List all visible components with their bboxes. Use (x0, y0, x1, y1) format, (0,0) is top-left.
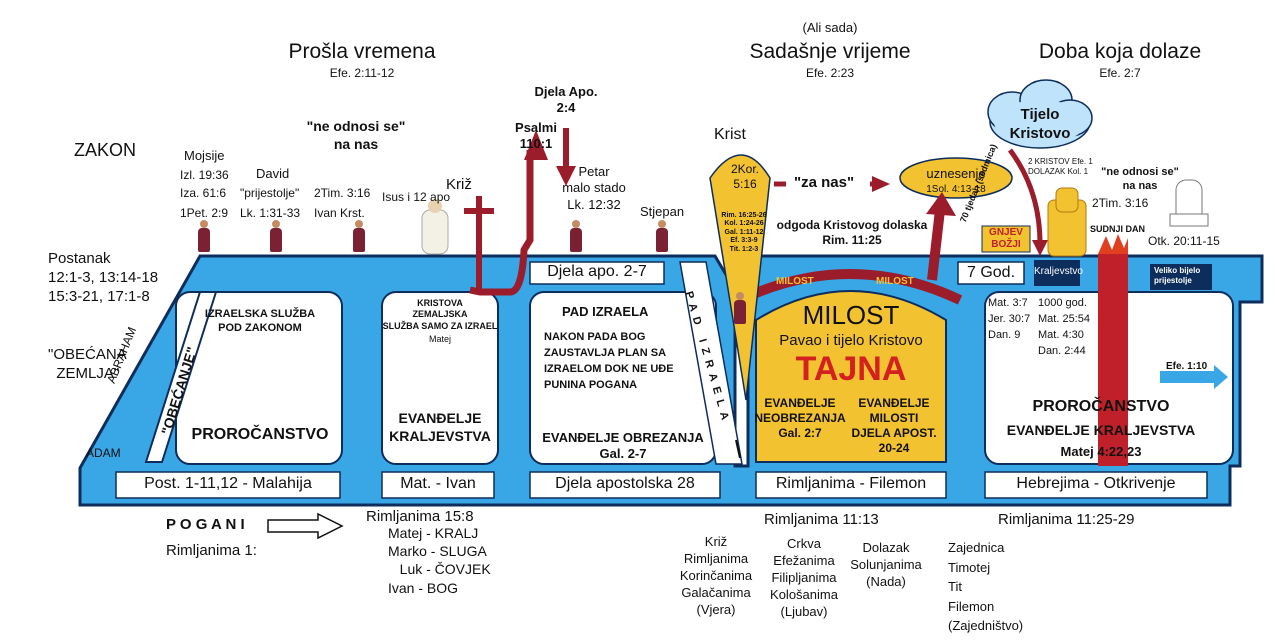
box-kristova (381, 291, 499, 465)
obecana-zemlja: "OBEĆANA ZEMLJA" (48, 346, 127, 382)
david-label: David (256, 166, 290, 181)
psalmi-label: Psalmi 110:1 (515, 120, 557, 152)
za-nas-label: "za nas" (794, 174, 855, 191)
stjepan-label: Stjepan (640, 204, 685, 219)
abraham-strip (144, 291, 218, 463)
sudnji-dan: SUDNJI DAN (1090, 224, 1146, 234)
milost-right: MILOST (876, 276, 914, 287)
person-figure (656, 220, 668, 252)
person-figure (353, 220, 365, 252)
otk-ref: Otk. 20:11-15 (1148, 234, 1220, 248)
person-figure (270, 220, 282, 252)
uznesenje-label: uznesenje (926, 166, 986, 181)
kristov-dolazak-small: 2 KRISTOV Efe. 1 DOLAZAK Kol. 1 (1028, 157, 1093, 176)
kriz-column: Križ Rimljanima Korinčanima Galačanima (… (679, 534, 753, 617)
rim-list: Rim. 16:25-26 Kol. 1:24-26 Gal. 1:11-12 … (721, 212, 767, 253)
future-title: Doba koja dolaze (1038, 40, 1202, 63)
milost-dome (755, 290, 947, 463)
pad-izraela-title: PAD IZRAELA (562, 304, 649, 319)
god7-label: 7 God. (966, 264, 1016, 281)
pogani-label: P O G A N I (166, 516, 245, 533)
tim-ref: 2Tim. 3:16 (314, 186, 371, 200)
matej-422: Matej 4:22,23 (1060, 444, 1142, 459)
ne-odnosi-2: "ne odnosi se" na nas (1101, 166, 1179, 192)
postanak-refs: Postanak 12:1-3, 13:14-18 15:3-21, 17:1-… (48, 250, 159, 305)
evandelje-obrezanja: EVANĐELJE OBREZANJA Gal. 2-7 (542, 430, 704, 462)
prorocanstvo-2: PROROČANSTVO (1032, 398, 1170, 415)
matej-small: Matej (428, 334, 451, 344)
cloud (987, 79, 1093, 149)
tim2-ref: 2Tim. 3:16 (1092, 196, 1149, 210)
bar-mat: Mat. - Ivan (400, 475, 476, 492)
djela-apo-27: Djela apo. 2-7 (547, 263, 647, 280)
pavao-label: Pavao i tijelo Kristovo (779, 332, 923, 349)
bar-post: Post. 1-11,12 - Malahija (144, 475, 312, 492)
kristova-label: KRISTOVA ZEMALJSKA SLUŽBA SAMO ZA IZRAEL (382, 298, 498, 331)
past-ref: Efe. 2:11-12 (329, 66, 395, 80)
zajednica-column: Zajednica Timotej Tit Filemon (Zajedništ… (948, 540, 1024, 633)
evandelje-kraljevstva: EVANĐELJE KRALJEVSTVA (389, 410, 491, 444)
izraelska-label: IZRAELSKA SLUŽBA POD ZAKONOM (204, 308, 316, 334)
adam-label: ADAM (86, 446, 121, 460)
lk-ref: Lk. 1:31-33 (240, 206, 301, 220)
kriz-label: Križ (446, 176, 472, 193)
pet-ref: 1Pet. 2:9 (180, 206, 229, 220)
kraljevstvo-label: Kraljevstvo (1034, 266, 1083, 277)
evandelje-kraljevstva-2: EVANĐELJE KRALJEVSTVA (1006, 422, 1196, 438)
present-ref: Efe. 2:23 (805, 66, 855, 80)
refs-left: Mat. 3:7 Jer. 30:7 Dan. 9 (988, 297, 1031, 341)
rim1125-ref: Rimljanima 11:25-29 (998, 511, 1135, 528)
veliko-prijestolje: Veliko bijelo prijestolje (1154, 266, 1201, 285)
iza-ref: Iza. 61:6 (180, 186, 227, 200)
dolazak-column: Dolazak Solunjanima (Nada) (850, 540, 922, 589)
rim158-ref: Rimljanima 15:8 (366, 508, 474, 525)
krist-label: Krist (714, 126, 746, 143)
bar-djela28: Djela apostolska 28 (555, 475, 695, 492)
tajna-label: TAJNA (795, 350, 907, 388)
gospels-list: Matej - KRALJ Marko - SLUGA Luk - ČOVJEK… (388, 525, 491, 596)
djela-apo-label: Djela Apo. 2:4 (534, 84, 598, 116)
future-ref: Efe. 2:7 (1099, 66, 1141, 80)
bar-hebr: Hebrejima - Otkrivenje (1016, 475, 1176, 492)
milost-left: MILOST (776, 276, 814, 287)
crkva-column: Crkva Efežanima Filipljanima Kološanima … (770, 536, 838, 619)
evandelje-neobrezanja: EVANĐELJE NEOBREZANJA Gal. 2:7 (754, 396, 846, 440)
pad-text: NAKON PADA BOG ZAUSTAVLJA PLAN SA IZRAEL… (544, 331, 674, 391)
past-title: Prošla vremena (288, 40, 436, 63)
evandelje-milosti: EVANĐELJE MILOSTI DJELA APOST. 20-24 (851, 396, 937, 455)
prijestolje-label: "prijestolje" (240, 186, 300, 200)
isus-label: Isus i 12 apo (382, 190, 451, 204)
sol-ref: 1Sol. 4:13-18 (926, 184, 986, 195)
kor-ref: 2Kor. 5:16 (730, 162, 760, 191)
mojsije-label: Mojsije (184, 148, 225, 163)
petar-label: Petar malo stado Lk. 12:32 (562, 164, 626, 212)
ivan-krst-label: Ivan Krst. (314, 206, 365, 220)
prorocanstvo-label: PROROČANSTVO (191, 426, 329, 443)
refs-right: 1000 god. Mat. 25:54 Mat. 4:30 Dan. 2:44 (1038, 297, 1090, 357)
person-figure (570, 220, 582, 252)
efe110-label: Efe. 1:10 (1166, 361, 1208, 372)
ne-odnosi-label: "ne odnosi se" na nas (306, 118, 406, 152)
person-figure (198, 220, 210, 252)
rim1-ref: Rimljanima 1: (166, 542, 257, 559)
bar-rim-filemon: Rimljanima - Filemon (775, 475, 927, 492)
rim1113-ref: Rimljanima 11:13 (764, 511, 879, 528)
judgement-pillar (1098, 254, 1128, 466)
odgoda-label: odgoda Kristovog dolaska Rim. 11:25 (776, 218, 928, 247)
izl-ref: Izl. 19:36 (180, 168, 229, 182)
milost-big: MILOST (802, 300, 900, 330)
present-title: Sadašnje vrijeme (749, 40, 911, 63)
person-figure (734, 292, 746, 324)
krist-cone (709, 154, 771, 401)
present-note: (Ali sada) (802, 20, 858, 35)
gnjev-bozji: GNJEV BOŽJI (989, 227, 1023, 250)
tijelo-kristovo: Tijelo Kristovo (1009, 106, 1071, 142)
zakon-label: ZAKON (74, 140, 137, 160)
